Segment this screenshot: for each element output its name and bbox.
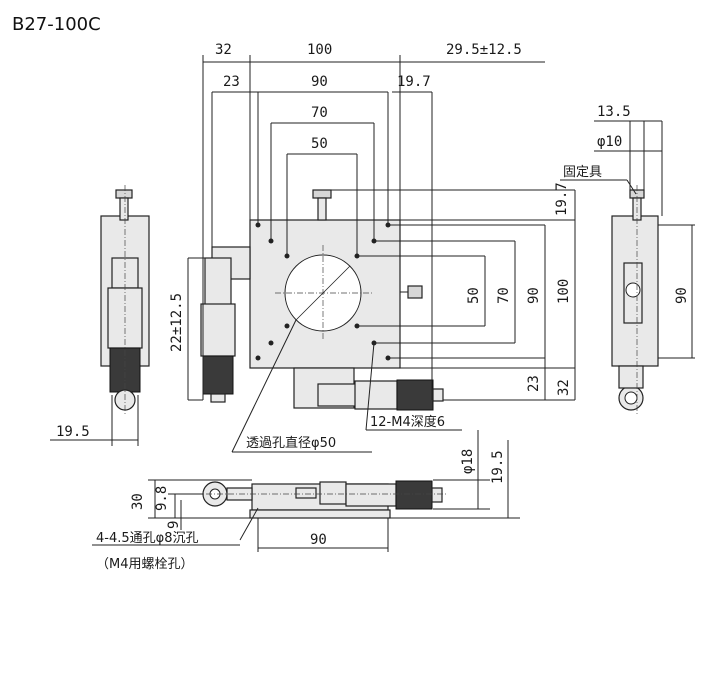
dim-90-side: 90: [674, 287, 690, 304]
dim-90: 90: [311, 74, 328, 90]
right-dimensions: 19.7 50 70 90 100 23 32: [331, 182, 576, 401]
dim-19-7: 19.7: [397, 74, 431, 90]
dim-30: 30: [130, 493, 146, 510]
dim-19-5-h: 19.5: [56, 424, 90, 440]
left-micrometer: [200, 246, 251, 403]
left-dimensions: 22±12.5: [169, 257, 205, 401]
dim-29-5: 29.5±12.5: [446, 42, 522, 58]
dim-13-5: 13.5: [597, 104, 631, 120]
bottom-view: φ18 19.5 30 9.8 9 90 4-4.5通孔φ8沉孔 （M4用螺栓孔…: [92, 430, 520, 572]
dim-phi18: φ18: [460, 449, 476, 474]
leader-notes: 透過孔直径φ50 12-M4深度6: [231, 319, 462, 453]
dim-9: 9: [166, 521, 182, 529]
bottom-micrometer: [293, 367, 444, 411]
dim-32: 32: [215, 42, 232, 58]
dim-50-v: 50: [466, 287, 482, 304]
dim-100-v: 100: [556, 279, 572, 304]
dim-90-v: 90: [526, 287, 542, 304]
dim-19-5-v: 19.5: [490, 450, 506, 484]
note-mount-holes-sub: （M4用螺栓孔）: [96, 557, 194, 572]
dim-70-v: 70: [496, 287, 512, 304]
note-through-hole: 透過孔直径φ50: [246, 436, 336, 451]
micrometer-thimble-bottom: [396, 379, 434, 411]
clamp-label: 固定具: [563, 165, 602, 180]
dim-23: 23: [223, 74, 240, 90]
dim-19-7-v: 19.7: [554, 182, 570, 216]
note-tapped-holes: 12-M4深度6: [370, 414, 445, 430]
dim-23-v: 23: [526, 375, 542, 392]
dim-90-bottom: 90: [310, 532, 327, 548]
micrometer-thimble-left: [202, 355, 234, 395]
dim-phi10: φ10: [597, 134, 622, 150]
right-side-view: 13.5 φ10 固定具 90: [560, 104, 695, 415]
dim-100: 100: [307, 42, 332, 58]
model-title: B27-100C: [12, 14, 101, 35]
dim-50: 50: [311, 136, 328, 152]
top-view: [200, 189, 444, 411]
note-mount-holes: 4-4.5通孔φ8沉孔: [96, 531, 198, 546]
dim-22: 22±12.5: [169, 293, 185, 352]
dim-9-8: 9.8: [154, 486, 170, 511]
dim-70: 70: [311, 105, 328, 121]
left-side-view: 19.5: [50, 185, 150, 446]
top-dimensions: 32 100 29.5±12.5 23 90 19.7 70 50: [202, 42, 545, 400]
clamp-knob: [312, 189, 332, 199]
dim-32-v: 32: [556, 379, 572, 396]
